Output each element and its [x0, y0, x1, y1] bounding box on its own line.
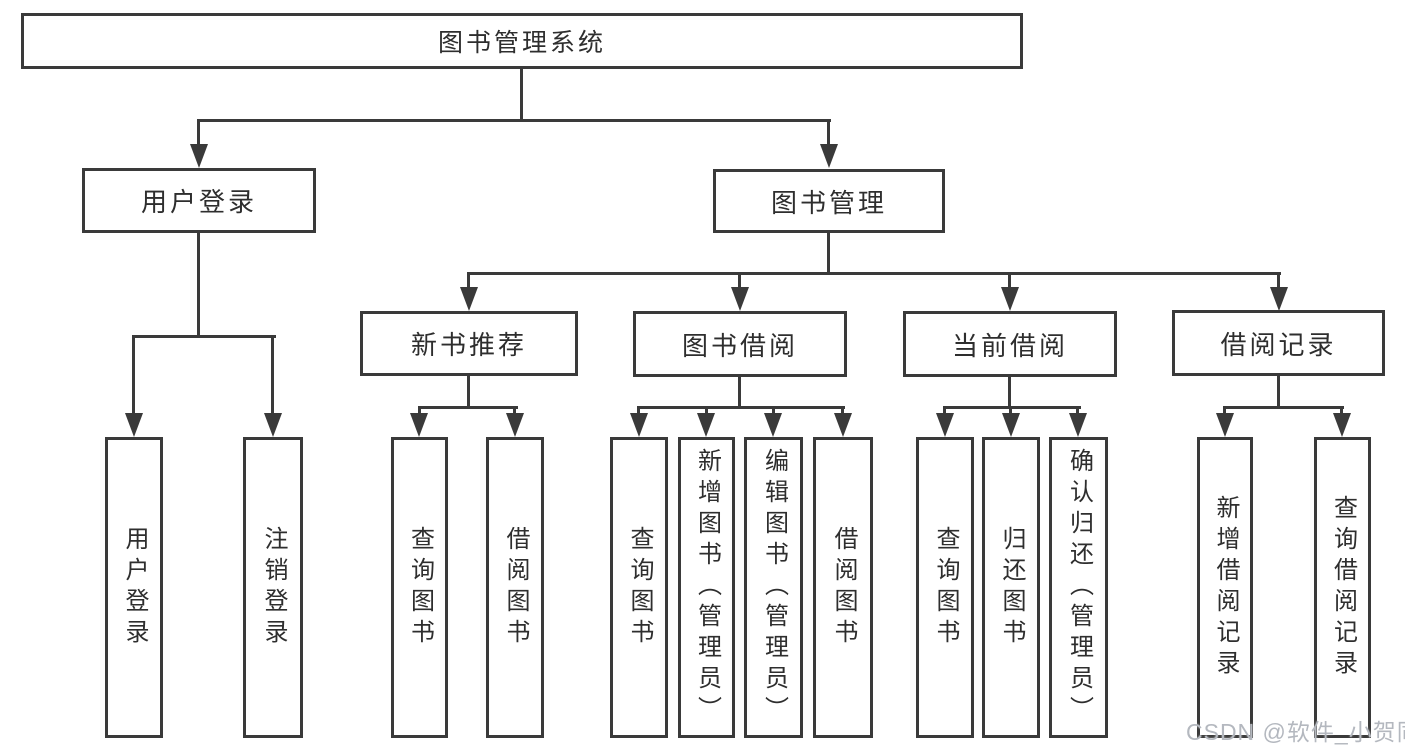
node-root: 图书管理系统 [21, 13, 1023, 69]
leaf-confirm-return-admin: 确认归还（管理员） [1049, 437, 1108, 738]
node-root-label: 图书管理系统 [437, 29, 606, 57]
leaf-return-books-label: 归还图书 [998, 525, 1025, 650]
leaf-edit-books-admin-label: 编辑图书（管理员） [760, 448, 788, 727]
node-user-login-label: 用户登录 [140, 187, 257, 217]
arrowhead-icon [731, 287, 749, 311]
leaf-return-books: 归还图书 [982, 437, 1040, 738]
leaf-add-borrow-record-label: 新增借阅记录 [1212, 494, 1239, 681]
leaf-add-borrow-record: 新增借阅记录 [1197, 437, 1253, 738]
node-book-management-label: 图书管理 [770, 187, 887, 218]
connector-line [520, 69, 523, 121]
leaf-borrow-books-1: 借阅图书 [486, 437, 544, 738]
arrowhead-icon [697, 413, 715, 437]
connector-line [1277, 376, 1280, 408]
connector-line [467, 275, 470, 289]
node-user-login: 用户登录 [82, 168, 316, 233]
arrowhead-icon [1216, 413, 1234, 437]
arrowhead-icon [1333, 413, 1351, 437]
node-current-borrow-label: 当前借阅 [951, 330, 1068, 361]
connector-line [418, 406, 518, 409]
connector-line [418, 409, 421, 415]
node-new-book-recommend: 新书推荐 [360, 311, 578, 376]
leaf-query-books-3: 查询图书 [916, 437, 974, 738]
connector-line [132, 335, 276, 338]
leaf-user-login-label: 用户登录 [121, 525, 148, 650]
arrowhead-icon [460, 287, 478, 311]
leaf-logout-label: 注销登录 [260, 525, 287, 650]
connector-line [1009, 409, 1012, 415]
connector-line [772, 409, 775, 415]
connector-line [637, 409, 640, 415]
csdn-watermark: CSDN @软件_小贺同学 [1186, 719, 1405, 745]
connector-line [1223, 406, 1344, 409]
leaf-query-borrow-record-label: 查询借阅记录 [1329, 494, 1357, 681]
node-borrow-record-label: 借阅记录 [1220, 329, 1337, 360]
connector-line [827, 122, 830, 146]
connector-line [197, 233, 200, 335]
arrowhead-icon [125, 413, 143, 437]
leaf-add-books-admin: 新增图书（管理员） [678, 437, 735, 738]
connector-line [271, 338, 274, 413]
arrowhead-icon [834, 413, 852, 437]
connector-line [1340, 409, 1343, 415]
connector-line [467, 376, 470, 408]
connector-line [1223, 409, 1226, 415]
leaf-query-books-3-label: 查询图书 [932, 525, 959, 650]
connector-line [738, 377, 741, 408]
arrowhead-icon [1001, 287, 1019, 311]
connector-line [467, 272, 1281, 275]
leaf-logout: 注销登录 [243, 437, 303, 738]
arrowhead-icon [764, 413, 782, 437]
node-book-borrow-label: 图书借阅 [681, 330, 798, 361]
arrowhead-icon [264, 413, 282, 437]
connector-line [1076, 409, 1079, 415]
arrowhead-icon [630, 413, 648, 437]
connector-line [738, 275, 741, 289]
node-current-borrow: 当前借阅 [903, 311, 1117, 377]
leaf-confirm-return-admin-label: 确认归还（管理员） [1065, 448, 1093, 727]
leaf-query-borrow-record: 查询借阅记录 [1314, 437, 1371, 738]
leaf-borrow-books-1-label: 借阅图书 [502, 525, 529, 650]
arrowhead-icon [506, 413, 524, 437]
node-book-management: 图书管理 [713, 169, 945, 233]
connector-line [943, 409, 946, 415]
leaf-query-books-2: 查询图书 [610, 437, 668, 738]
node-new-book-recommend-label: 新书推荐 [410, 330, 527, 360]
arrowhead-icon [1270, 287, 1288, 311]
connector-line [197, 119, 831, 122]
connector-line [841, 409, 844, 415]
leaf-borrow-books-2-label: 借阅图书 [830, 525, 857, 650]
connector-line [1277, 275, 1280, 289]
leaf-add-books-admin-label: 新增图书（管理员） [693, 448, 721, 727]
connector-line [943, 406, 1081, 409]
connector-line [132, 338, 135, 413]
arrowhead-icon [820, 144, 838, 168]
arrowhead-icon [410, 413, 428, 437]
connector-line [705, 409, 708, 415]
connector-line [1008, 377, 1011, 408]
connector-line [1008, 275, 1011, 289]
node-book-borrow: 图书借阅 [633, 311, 847, 377]
leaf-user-login: 用户登录 [105, 437, 163, 738]
leaf-query-books-2-label: 查询图书 [626, 525, 653, 650]
leaf-query-books-1: 查询图书 [391, 437, 448, 738]
arrowhead-icon [190, 144, 208, 168]
leaf-query-books-1-label: 查询图书 [406, 525, 434, 650]
node-borrow-record: 借阅记录 [1172, 310, 1385, 376]
arrowhead-icon [936, 413, 954, 437]
arrowhead-icon [1002, 413, 1020, 437]
leaf-edit-books-admin: 编辑图书（管理员） [744, 437, 803, 738]
connector-line [637, 406, 845, 409]
connector-line [513, 409, 516, 415]
connector-line [827, 233, 830, 275]
connector-line [197, 122, 200, 146]
leaf-borrow-books-2: 借阅图书 [813, 437, 873, 738]
arrowhead-icon [1069, 413, 1087, 437]
